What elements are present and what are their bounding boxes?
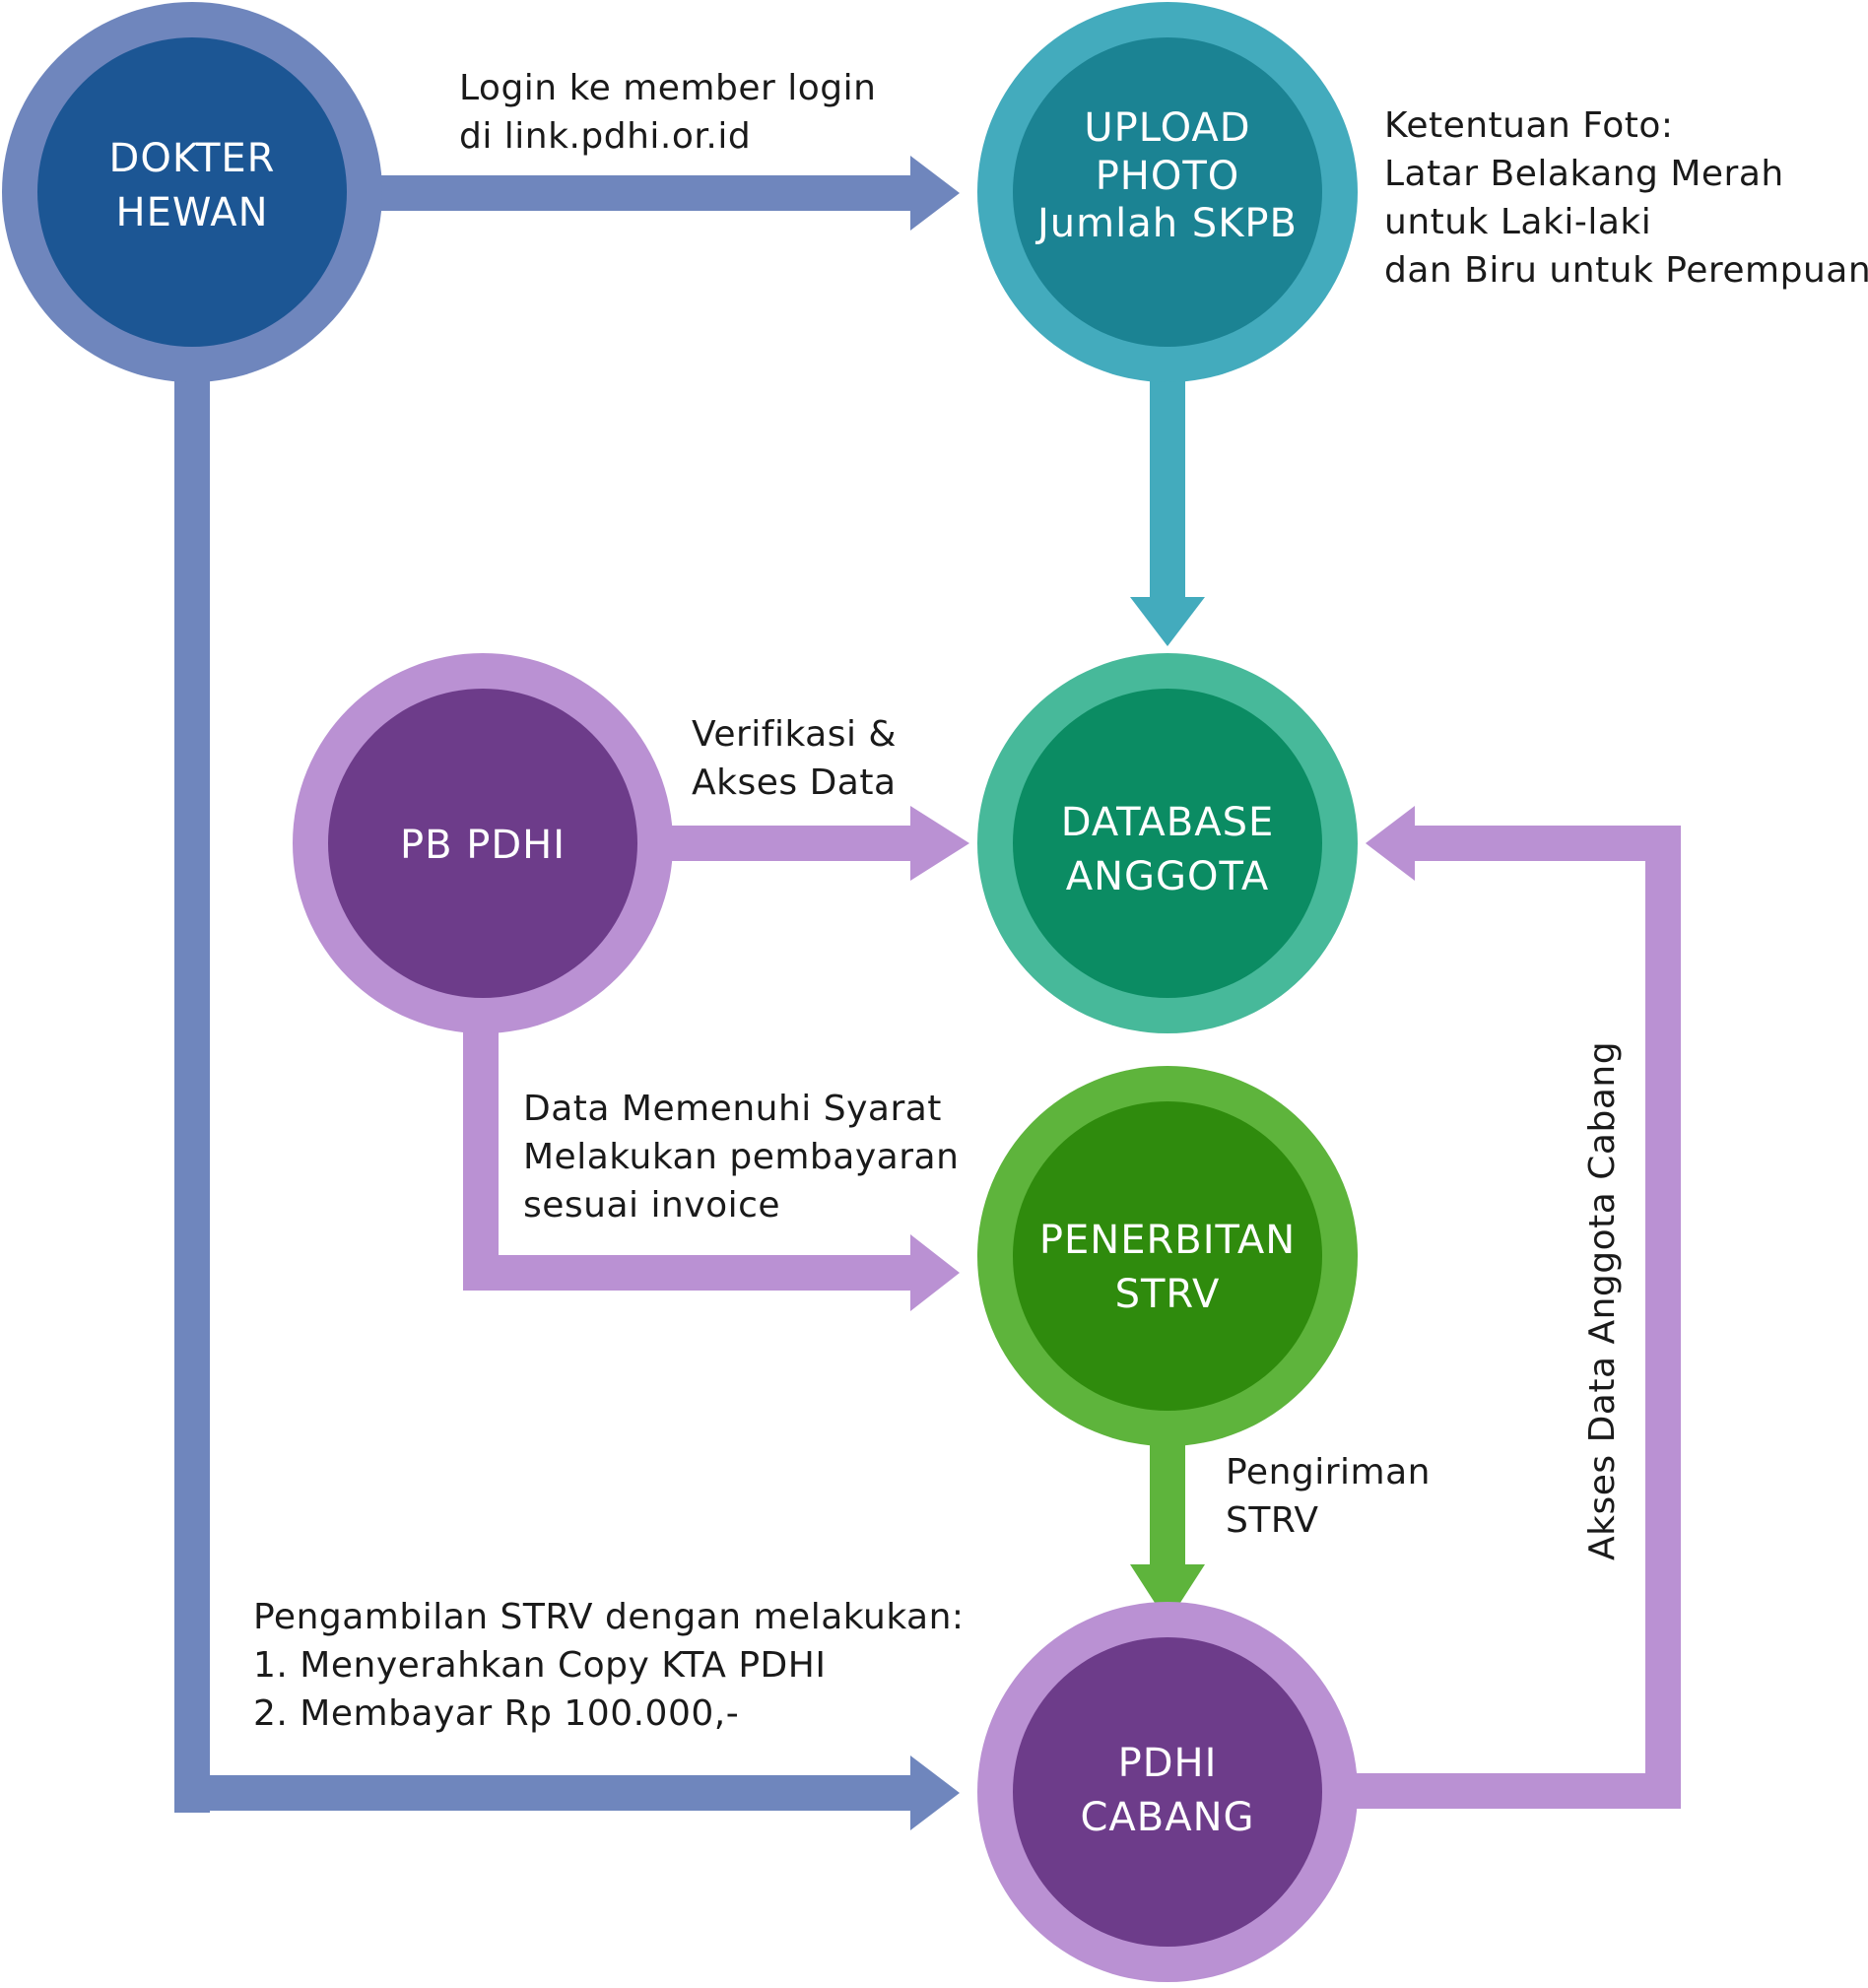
node-label: HEWAN — [116, 190, 269, 235]
node-core — [1013, 1101, 1322, 1411]
node-database-anggota: DATABASE ANGGOTA — [977, 653, 1358, 1033]
note-line: sesuai invoice — [523, 1185, 780, 1226]
node-pdhi-cabang: PDHI CABANG — [977, 1602, 1358, 1982]
note-login: Login ke member login di link.pdhi.or.id — [459, 68, 876, 157]
node-label: PDHI — [1118, 1741, 1218, 1786]
note-line: Ketentuan Foto: — [1384, 105, 1674, 146]
node-penerbitan-strv: PENERBITAN STRV — [977, 1066, 1358, 1446]
arrow-upload-to-database — [1130, 364, 1205, 646]
node-label: PB PDHI — [400, 823, 566, 868]
node-label: CABANG — [1080, 1795, 1254, 1840]
note-line: Pengiriman — [1226, 1452, 1431, 1492]
note-pengiriman: Pengiriman STRV — [1226, 1452, 1431, 1541]
node-pb-pdhi: PB PDHI — [293, 653, 673, 1033]
node-label: ANGGOTA — [1066, 854, 1269, 899]
node-core — [328, 689, 637, 998]
note-verifikasi: Verifikasi & Akses Data — [692, 714, 897, 803]
note-line: 1. Menyerahkan Copy KTA PDHI — [253, 1645, 826, 1686]
note-ketentuan-foto: Ketentuan Foto: Latar Belakang Merah unt… — [1384, 105, 1868, 291]
arrow-cabang-to-database — [1340, 806, 1681, 1809]
node-label: PENERBITAN — [1039, 1218, 1296, 1263]
note-data-memenuhi: Data Memenuhi Syarat Melakukan pembayara… — [523, 1089, 959, 1226]
note-line: Akses Data — [692, 762, 897, 803]
note-line: Melakukan pembayaran — [523, 1137, 959, 1177]
node-core — [1013, 689, 1322, 998]
note-line: 2. Membayar Rp 100.000,- — [253, 1693, 739, 1734]
node-dokter-hewan: DOKTER HEWAN — [2, 2, 382, 382]
note-line: STRV — [1226, 1500, 1319, 1541]
node-label: DOKTER — [109, 136, 276, 181]
note-akses-cabang: Akses Data Anggota Cabang — [1582, 1041, 1623, 1560]
node-label: UPLOAD — [1084, 105, 1250, 151]
node-core — [1013, 37, 1322, 347]
arrow-dokter-to-cabang — [174, 364, 960, 1830]
node-core — [1013, 1637, 1322, 1947]
node-label: STRV — [1115, 1272, 1221, 1317]
note-line: untuk Laki-laki — [1384, 202, 1651, 242]
note-line: Akses Data Anggota Cabang — [1582, 1041, 1623, 1560]
arrow-penerbitan-to-cabang — [1130, 1438, 1205, 1623]
node-upload-photo: UPLOAD PHOTO Jumlah SKPB — [977, 2, 1358, 382]
note-line: Login ke member login — [459, 68, 876, 108]
note-line: Verifikasi & — [692, 714, 897, 755]
note-line: Data Memenuhi Syarat — [523, 1089, 942, 1129]
arrow-pbpdhi-to-database — [650, 806, 969, 881]
node-label: Jumlah SKPB — [1034, 201, 1298, 246]
note-line: Latar Belakang Merah — [1384, 154, 1784, 194]
note-line: dan Biru untuk Perempuan — [1384, 250, 1868, 291]
note-line: Pengambilan STRV dengan melakukan: — [253, 1597, 965, 1637]
arrow-dokter-to-upload — [355, 156, 960, 231]
note-line: di link.pdhi.or.id — [459, 116, 751, 157]
node-label: PHOTO — [1096, 154, 1240, 199]
arrow-pbpdhi-to-penerbitan — [463, 1015, 960, 1311]
node-label: DATABASE — [1061, 800, 1275, 845]
node-core — [37, 37, 347, 347]
note-pengambilan: Pengambilan STRV dengan melakukan: 1. Me… — [253, 1597, 965, 1734]
